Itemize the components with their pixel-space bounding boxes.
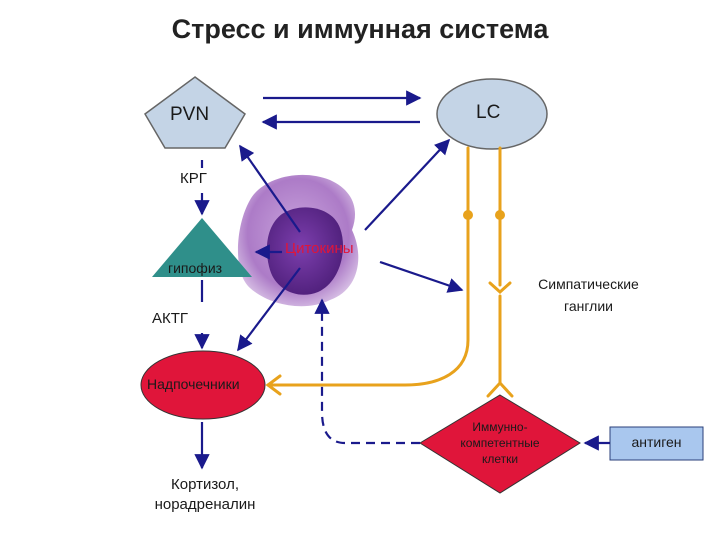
immune-label-line2: компетентные (460, 436, 540, 450)
adrenals-fork (265, 374, 282, 396)
adrenals-label: Надпочечники (147, 376, 240, 392)
output-label-line2: норадреналин (154, 496, 256, 513)
nerve-to-adrenals (266, 146, 470, 387)
immune-label-line1: Иммунно- (472, 420, 528, 434)
pvn-node (144, 76, 246, 149)
hypophysis-node (152, 218, 252, 277)
krg-label: КРГ (180, 170, 207, 187)
hypophysis-label: гипофиз (168, 260, 223, 276)
cytokines-to-ganglia-arrow (379, 260, 464, 293)
immune-label-line3: клетки (481, 452, 519, 466)
lc-nerve-dot-left (463, 210, 473, 220)
output-label-line1: Кортизол, (171, 476, 239, 493)
cytokines-to-lc-arrow (364, 138, 451, 231)
adrenals-node (140, 350, 266, 420)
immune-to-cytokines-dashed (314, 298, 420, 445)
cytokines-to-adrenals-arrow (237, 267, 301, 352)
lc-node (436, 78, 548, 150)
lc-label: LC (476, 102, 501, 123)
cell-image (237, 174, 359, 307)
lc-nerve-dot-right (495, 210, 505, 220)
ganglia-fork-top (488, 281, 512, 295)
pvn-label: PVN (170, 104, 210, 125)
cytokines-to-pvn-arrow (239, 144, 301, 233)
antigen-label: антиген (631, 434, 682, 450)
immune-fork (486, 380, 514, 398)
cytokines-label: Цитокины (285, 240, 354, 257)
ganglia-label-line1: Симпатические (538, 276, 639, 292)
ganglia-label-line2: ганглии (564, 298, 613, 314)
immune-cells-node (419, 394, 581, 494)
page-title: Стресс и иммунная система (171, 14, 549, 44)
actg-label: АКТГ (152, 310, 189, 327)
